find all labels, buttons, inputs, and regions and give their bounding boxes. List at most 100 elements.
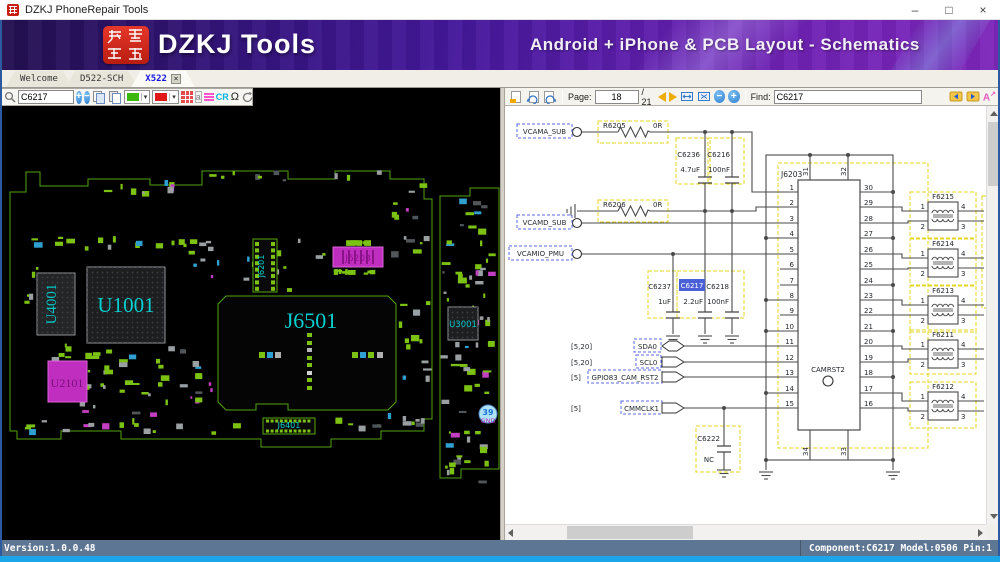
tab-close-icon[interactable]: × bbox=[171, 74, 181, 84]
zoom-out-button[interactable]: − bbox=[83, 90, 90, 104]
svg-text:3: 3 bbox=[961, 413, 965, 421]
board-top-view-button[interactable] bbox=[92, 90, 106, 104]
pcb-label-J6501: J6501 bbox=[285, 308, 338, 333]
scroll-down-icon[interactable] bbox=[990, 514, 998, 519]
pcb-component-J6203[interactable] bbox=[332, 246, 384, 268]
scroll-right-icon[interactable] bbox=[978, 529, 983, 537]
zoom-in-button[interactable]: + bbox=[76, 90, 82, 104]
svg-text:6: 6 bbox=[790, 261, 795, 269]
page-input[interactable] bbox=[594, 89, 639, 104]
svg-text:19: 19 bbox=[864, 354, 873, 362]
horizontal-scroll-thumb[interactable] bbox=[567, 526, 693, 539]
label-toggle-button[interactable]: a bbox=[194, 91, 202, 103]
svg-text:R6205: R6205 bbox=[603, 122, 626, 130]
top-layer-color-swatch[interactable]: ▾ bbox=[123, 90, 151, 104]
next-page-button[interactable] bbox=[668, 91, 677, 102]
chevron-down-icon[interactable]: ▾ bbox=[140, 93, 150, 101]
rotate-left-icon[interactable] bbox=[526, 90, 540, 104]
tab-X522[interactable]: X522 × bbox=[131, 71, 195, 87]
svg-text:0R: 0R bbox=[653, 122, 662, 130]
sch-net-SDA0[interactable]: [5,20]SDA0 bbox=[571, 338, 685, 353]
close-button[interactable]: × bbox=[979, 3, 987, 17]
pad-grid-toggle-button[interactable] bbox=[180, 90, 193, 104]
sch-net-CMMCLK1[interactable]: [5]CMMCLK1 bbox=[571, 400, 685, 415]
sch-net-GPIO83_CAM_RST2[interactable]: [5]GPIO83_CAM_RST2 bbox=[571, 369, 685, 384]
find-input[interactable] bbox=[773, 89, 922, 104]
tab-label: X522 bbox=[145, 74, 167, 84]
scroll-up-icon[interactable] bbox=[990, 111, 998, 116]
window-right-border bbox=[998, 20, 1000, 556]
find-prev-button[interactable] bbox=[949, 90, 963, 104]
chevron-down-icon[interactable]: ▾ bbox=[169, 93, 178, 101]
pcb-component-U1001[interactable] bbox=[86, 266, 166, 344]
maximize-button[interactable]: □ bbox=[945, 3, 953, 17]
sch-terminal-VCAMA_SUB[interactable]: VCAMA_SUB bbox=[516, 123, 583, 139]
pcb-component-U3001[interactable] bbox=[447, 306, 479, 341]
find-next-button[interactable] bbox=[966, 90, 980, 104]
svg-text:C6237: C6237 bbox=[648, 283, 671, 291]
page-total: / 21 bbox=[641, 86, 652, 107]
pcb-component-U4001[interactable] bbox=[36, 272, 76, 336]
svg-text:[5]: [5] bbox=[571, 374, 581, 382]
tab-D522-SCH[interactable]: D522-SCH bbox=[66, 71, 137, 87]
svg-text:39: 39 bbox=[482, 408, 494, 417]
prev-page-button[interactable] bbox=[657, 91, 666, 102]
scroll-left-icon[interactable] bbox=[508, 529, 513, 537]
tab-label: D522-SCH bbox=[79, 74, 124, 84]
svg-text:15: 15 bbox=[785, 400, 794, 408]
bottom-layer-color-swatch[interactable]: ▾ bbox=[152, 90, 179, 104]
fit-width-button[interactable] bbox=[680, 90, 694, 104]
net-highlight-button[interactable] bbox=[203, 90, 214, 104]
font-settings-button[interactable]: A↗ bbox=[982, 90, 997, 104]
svg-text:17: 17 bbox=[864, 385, 873, 393]
reset-view-button[interactable] bbox=[241, 90, 254, 104]
vertical-scrollbar[interactable] bbox=[986, 106, 1000, 524]
rotate-right-icon[interactable] bbox=[543, 90, 557, 104]
split-divider[interactable] bbox=[500, 88, 505, 540]
svg-text:3: 3 bbox=[790, 215, 794, 223]
pcb-component-J6501[interactable] bbox=[217, 295, 397, 411]
svg-text:4: 4 bbox=[961, 341, 966, 349]
zoom-in-button[interactable]: + bbox=[728, 90, 740, 103]
fit-page-button[interactable] bbox=[697, 90, 711, 104]
svg-text:1: 1 bbox=[921, 250, 925, 258]
sch-net-SCL0[interactable]: [5,20]SCL0 bbox=[571, 354, 685, 369]
zoom-out-button[interactable]: − bbox=[713, 90, 726, 103]
component-search-input[interactable] bbox=[18, 90, 74, 104]
sch-resistor-R6205[interactable]: R6205 0R bbox=[603, 122, 662, 139]
vertical-scroll-thumb[interactable] bbox=[988, 122, 999, 186]
brand-banner: DZKJ Tools Android + iPhone & PCB Layout… bbox=[0, 20, 1000, 70]
pcb-component-J6401[interactable] bbox=[262, 417, 316, 435]
board-bottom-view-button[interactable] bbox=[108, 90, 122, 104]
sch-terminal-VCAMIO_PMU[interactable]: VCAMIO_PMU bbox=[508, 245, 583, 261]
export-page-icon[interactable] bbox=[509, 90, 523, 104]
main-split: + − ▾ ▾ a bbox=[0, 86, 1000, 540]
svg-text:1: 1 bbox=[921, 203, 925, 211]
tab-Welcome[interactable]: Welcome bbox=[6, 71, 72, 87]
horizontal-scrollbar[interactable] bbox=[505, 524, 986, 540]
resistance-measure-button[interactable]: Ω bbox=[230, 91, 239, 103]
minimize-button[interactable]: – bbox=[911, 3, 919, 17]
svg-text:29: 29 bbox=[864, 199, 873, 207]
pcb-component-J6201[interactable] bbox=[252, 238, 278, 293]
component-status: Component:C6217 Model:0506 Pin:1 bbox=[799, 540, 1000, 556]
cr-filter-button[interactable]: CR bbox=[215, 92, 229, 102]
pcb-component-U2101[interactable] bbox=[47, 360, 88, 403]
sch-terminal-VCAMD_SUB[interactable]: VCAMD_SUB bbox=[516, 214, 583, 230]
